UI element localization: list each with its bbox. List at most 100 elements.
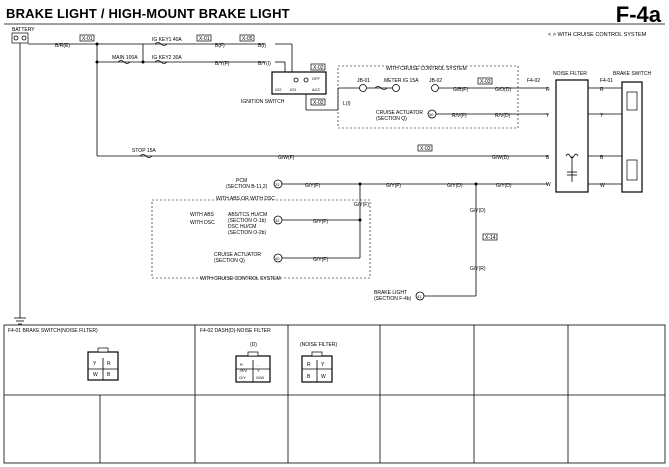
connector-f401: F4-01 <box>600 78 613 84</box>
p2d-pin-2: - <box>257 362 259 367</box>
fuse-ig1-label: IG KEY1 40A <box>152 37 182 43</box>
ignition-switch: X-02 X-02 IG2 IG1 ACC OFF IGNITION SWITC… <box>241 63 327 106</box>
p2d-pin-4: Y <box>257 368 260 373</box>
wire-b: B <box>546 155 550 161</box>
wire-gy7: G/Y(F) <box>313 257 328 263</box>
wire-br-e: B/R(E) <box>55 43 70 49</box>
circle-40: 40 <box>275 256 280 261</box>
brake-switch-label: BRAKE SWITCH <box>613 71 651 77</box>
svg-text:Y: Y <box>600 113 604 119</box>
wire-gyd: G/Y(D) <box>470 208 486 214</box>
wire-l: L(I) <box>343 101 351 107</box>
ground-icon <box>14 317 26 325</box>
page-code: F-4a <box>615 2 661 27</box>
wire-b-i: B(I) <box>258 43 266 49</box>
abs-hu-label: ABS/TCS HU/CM <box>228 212 267 218</box>
wire-gy6: G/Y(F) <box>313 219 328 225</box>
fuse-meter-icon <box>374 86 388 90</box>
wire-gy4: G/Y(D) <box>496 183 512 189</box>
cruise-box-label: WITH CRUISE CONTROL SYSTEM <box>386 66 467 72</box>
wire-gy3: G/Y(D) <box>447 183 463 189</box>
fuse-ig2-icon <box>154 60 168 64</box>
svg-text:B: B <box>600 155 604 161</box>
fuse-ig2-label: IG KEY2 30A <box>152 55 182 61</box>
p2nf-pin-2: Y <box>321 362 325 368</box>
panel-2-title: F4-02 DASH(D)-NOISE FILTER <box>200 328 271 334</box>
connector-x02b: X-02 <box>313 100 324 106</box>
connector-x02a: X-02 <box>313 65 324 71</box>
wire-gy1: G/Y(F) <box>305 183 320 189</box>
with-abs-label: WITH ABS <box>190 212 215 218</box>
panel-2-connector-nf: R Y B W <box>301 351 333 383</box>
ignition-terminal-ig1: IG1 <box>290 87 297 92</box>
p2d-pin-3: -R/V <box>239 368 247 373</box>
connector-x03b: X-03 <box>420 146 431 152</box>
panel-1-connector: Y R W B <box>87 347 119 381</box>
pcm-label: PCM <box>236 178 247 184</box>
cruise-actuator-2-label: CRUISE ACTUATOR <box>214 252 261 258</box>
noise-filter: NOISE FILTER <box>553 71 589 193</box>
wire-gyr: G/Y(R) <box>470 266 486 272</box>
abs-box-label: WITH ABS OR WITH DSC <box>216 196 275 202</box>
wire-b-f: B(F) <box>215 43 225 49</box>
panel-2-sub-d: (D) <box>250 342 257 348</box>
pcm-ref: (SECTION B-11,2) <box>226 184 268 190</box>
svg-text:R: R <box>600 87 604 93</box>
connector-x03a: X-03 <box>480 79 491 85</box>
brake-switch: BRAKE SWITCH F4-01 R Y B W <box>588 71 651 193</box>
connector-x01a: X-01 <box>82 36 93 42</box>
p2d-pin-5: G/Y <box>239 375 246 380</box>
cruise-actuator-1-label: CRUISE ACTUATOR <box>376 110 423 116</box>
circle-41: 41 <box>417 294 422 299</box>
connector-x05: X-05 <box>242 36 253 42</box>
fuse-meter-label: METER IG 15A <box>384 78 419 84</box>
cruise-control-box <box>337 65 519 129</box>
connector-x01b: X-01 <box>199 36 210 42</box>
connector-jb01: JB-01 <box>357 78 370 84</box>
battery-label: BATTERY <box>12 27 35 33</box>
wire-gy2: G/Y(F) <box>386 183 401 189</box>
ignition-terminal-off: OFF <box>312 76 321 81</box>
wire-rv-d: R/V(D) <box>495 113 511 119</box>
abs-dsc-box <box>151 199 371 279</box>
wire-bw-i: B/Y(I) <box>258 61 271 67</box>
ignition-terminal-ig2: IG2 <box>275 87 282 92</box>
p1-pin-3: W <box>93 372 98 378</box>
p1-pin-2: R <box>107 361 111 367</box>
fuse-ig1-icon <box>154 42 168 46</box>
fuse-stop-label: STOP 15A <box>132 148 156 154</box>
with-dsc-label: WITH DSC <box>190 220 215 226</box>
circle-30: 30 <box>429 112 434 117</box>
wire-bw-f: B/Y(F) <box>215 61 230 67</box>
fuse-stop-icon <box>139 154 153 158</box>
brake-light-ref: (SECTION F-4b) <box>374 296 412 302</box>
p2d-pin-6: G/W <box>256 375 264 380</box>
panel-2-sub-nf: (NOISE FILTER) <box>300 342 337 348</box>
wire-go: G/O(D) <box>495 87 511 93</box>
cruise-box-2-label: WITH CRUISE CONTROL SYSTEM <box>200 276 281 282</box>
brake-light-label: BRAKE LIGHT <box>374 290 407 296</box>
p1-pin-1: Y <box>93 361 97 367</box>
wire-gb: G/B(F) <box>453 87 468 93</box>
circle-32: 32 <box>275 218 280 223</box>
page-title: BRAKE LIGHT / HIGH-MOUNT BRAKE LIGHT <box>6 6 290 21</box>
cruise-actuator-1-ref: (SECTION Q) <box>376 116 407 122</box>
p2d-pin-1: R <box>240 362 243 367</box>
p2nf-pin-4: W <box>321 374 326 380</box>
wire-gw-d: G/W(D) <box>492 155 509 161</box>
connector-panel-grid <box>3 324 666 464</box>
panel-2-connector-d: R - -R/V Y G/Y G/W <box>235 351 271 383</box>
fuse-main-icon <box>117 60 131 64</box>
wire-w: W <box>546 182 551 188</box>
wire-gw: G/W(F) <box>278 155 295 161</box>
connector-jb02: JB-02 <box>429 78 442 84</box>
ignition-terminal-acc: ACC <box>312 87 321 92</box>
p1-pin-4: B <box>107 372 111 378</box>
battery: BATTERY <box>11 27 35 44</box>
abs-ref: (SECTION O-1b) <box>228 218 266 224</box>
dsc-ref: (SECTION O-2b) <box>228 230 266 236</box>
p2nf-pin-1: R <box>307 362 311 368</box>
wire-r: R <box>546 87 550 93</box>
svg-text:W: W <box>600 183 605 189</box>
